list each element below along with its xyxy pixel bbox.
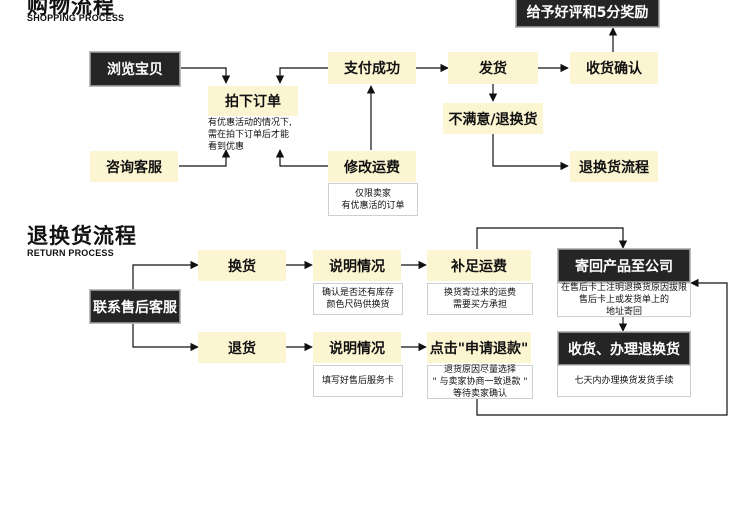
apply-refund-box: 点击"申请退款" <box>427 332 531 363</box>
shopping-subtitle: SHOPPING PROCESS <box>27 13 125 23</box>
explain1-box: 说明情况 <box>313 250 401 281</box>
modify-note: 仅限卖家 有优惠活的订单 <box>328 183 418 216</box>
arrow-apply-sendback <box>476 278 728 416</box>
arrow-unsatisfied-return <box>492 134 569 171</box>
review-box: 给予好评和5分奖励 <box>516 0 659 27</box>
contact-box: 联系售后客服 <box>90 290 180 323</box>
consult-box: 咨询客服 <box>90 151 178 182</box>
refund-box: 退货 <box>198 332 286 363</box>
unsatisfied-box: 不满意/退换货 <box>443 103 543 134</box>
shopping-title: 购物流程 <box>27 0 115 18</box>
arrow-contact-exchange <box>132 260 199 289</box>
arrow-modify-order <box>275 149 328 167</box>
send-back-note: 在售后卡上注明退换货原因拔限 售后卡上或发货单上的 地址寄回 <box>557 283 691 317</box>
arrow-browse-order <box>179 67 231 84</box>
browse-box: 浏览宝贝 <box>90 52 180 86</box>
confirm-box: 收货确认 <box>570 52 658 84</box>
order-box: 拍下订单 <box>208 86 298 116</box>
arrow-pay-order <box>275 67 328 84</box>
arrow-consult-order <box>179 149 231 167</box>
pay-shipping-note: 换货寄过来的运费 需要买方承担 <box>427 283 533 315</box>
returns-title: 退换货流程 <box>27 224 137 248</box>
receive-note: 七天内办理换货发货手续 <box>557 365 691 397</box>
explain1-note: 确认是否还有库存 颜色尺码供换货 <box>313 283 403 315</box>
ship-box: 发货 <box>448 52 538 84</box>
apply-refund-note: 退货原因尽量选择 " 与卖家协商一致退款 " 等待卖家确认 <box>427 365 533 399</box>
send-back-box: 寄回产品至公司 <box>558 249 690 282</box>
order-note: 有优惠活动的情况下, 需在拍下订单后才能 看到优惠 <box>208 118 292 152</box>
arrow-payship-sendback <box>476 227 628 249</box>
pay-success-box: 支付成功 <box>328 52 416 84</box>
modify-fee-box: 修改运费 <box>328 151 416 182</box>
receive-box: 收货、办理退换货 <box>558 332 690 365</box>
explain2-box: 说明情况 <box>313 332 401 363</box>
exchange-box: 换货 <box>198 250 286 281</box>
explain2-note: 填写好售后服务卡 <box>313 365 403 397</box>
arrow-contact-refund <box>132 322 199 352</box>
return-flow-box: 退换货流程 <box>570 151 658 182</box>
returns-subtitle: RETURN PROCESS <box>27 248 114 258</box>
pay-shipping-box: 补足运费 <box>427 250 531 281</box>
